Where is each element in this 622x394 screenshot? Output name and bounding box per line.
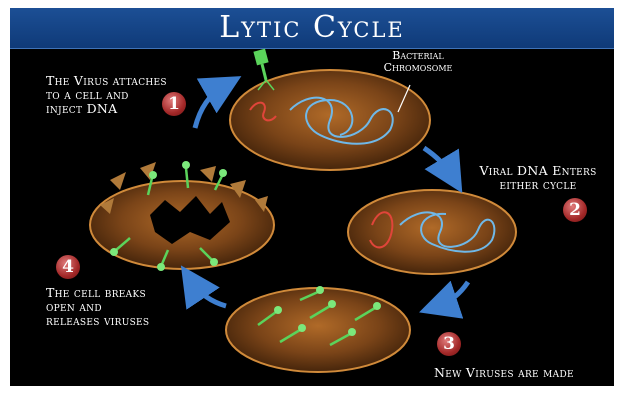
cell-stage-2 bbox=[348, 190, 516, 274]
step-1-line: inject DNA bbox=[46, 102, 167, 116]
cell-stage-4 bbox=[90, 161, 274, 271]
step-4-line: open and bbox=[46, 300, 149, 314]
step-2-badge: 2 bbox=[563, 198, 587, 222]
step-3-badge: 3 bbox=[437, 332, 461, 356]
step-3-line: New Viruses are made bbox=[434, 366, 574, 380]
step-1-line: The Virus attaches bbox=[46, 74, 167, 88]
step-2-line: Viral DNA Enters bbox=[468, 164, 608, 178]
arrow-1-to-2 bbox=[424, 148, 452, 176]
bacterial-cell-2 bbox=[348, 190, 516, 274]
step-1-badge: 1 bbox=[162, 92, 186, 116]
bacterial-cell-3 bbox=[226, 288, 410, 372]
arrow-3-to-4 bbox=[192, 282, 226, 306]
arrow-4-to-1 bbox=[195, 86, 224, 128]
step-2-caption: Viral DNA Enters either cycle bbox=[468, 164, 608, 192]
step-1-caption: The Virus attaches to a cell and inject … bbox=[46, 74, 167, 116]
step-2-line: either cycle bbox=[468, 178, 608, 192]
chromosome-label-line: Chromosome bbox=[368, 62, 468, 74]
cell-stage-3 bbox=[226, 286, 410, 372]
step-3-caption: New Viruses are made bbox=[434, 366, 574, 380]
step-4-line: releases viruses bbox=[46, 314, 149, 328]
step-4-line: The cell breaks bbox=[46, 286, 149, 300]
step-1-line: to a cell and bbox=[46, 88, 167, 102]
chromosome-label: Bacterial Chromosome bbox=[368, 50, 468, 74]
step-4-badge: 4 bbox=[56, 255, 80, 279]
step-4-caption: The cell breaks open and releases viruse… bbox=[46, 286, 149, 328]
arrow-2-to-3 bbox=[438, 282, 468, 306]
